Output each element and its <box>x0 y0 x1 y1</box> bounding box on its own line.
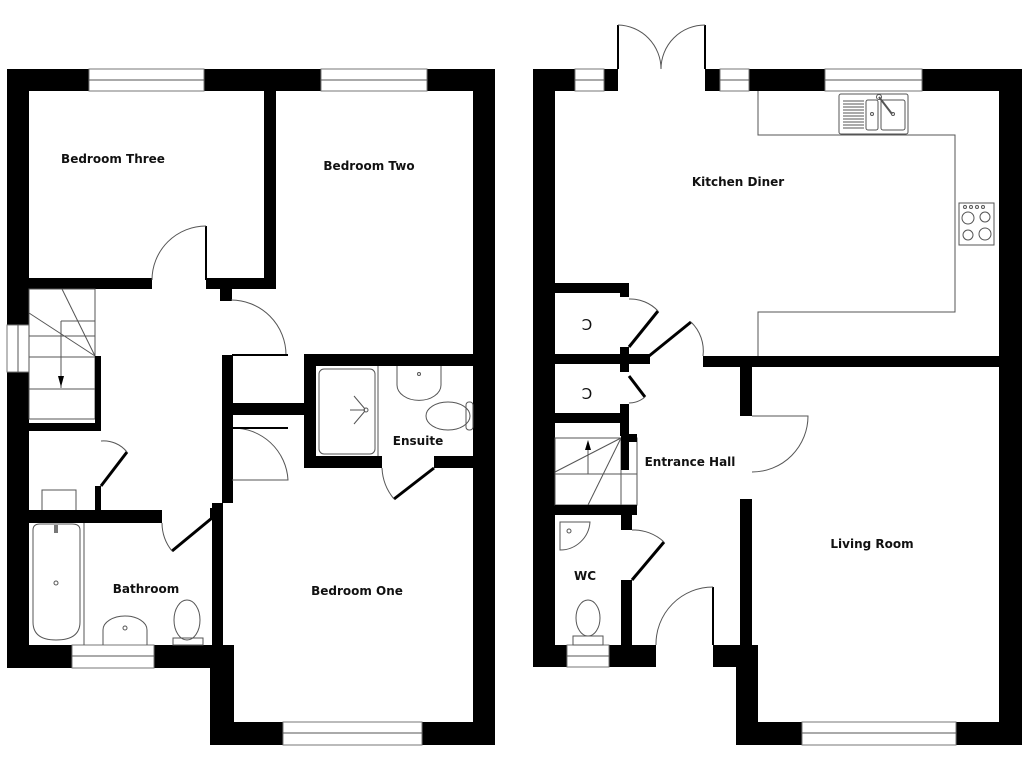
wall <box>304 354 473 366</box>
wall <box>434 456 473 468</box>
wall <box>621 505 632 530</box>
wall <box>222 403 304 415</box>
door-swing <box>628 298 659 312</box>
toilet <box>173 599 201 641</box>
door-swing <box>381 467 395 500</box>
cupboard-label-lower: C <box>581 384 593 402</box>
tank <box>41 489 77 513</box>
wall <box>621 434 629 470</box>
door-swing <box>751 415 809 473</box>
wall <box>95 486 101 516</box>
room-label-living-room: Living Room <box>830 537 914 551</box>
wall <box>222 355 233 503</box>
worktop <box>757 91 956 356</box>
wall <box>533 69 555 667</box>
staircase <box>28 288 96 420</box>
toilet <box>575 599 601 637</box>
wall <box>604 69 618 91</box>
wall <box>620 347 629 372</box>
wall <box>736 645 758 745</box>
wall <box>705 69 720 91</box>
wall <box>264 91 276 289</box>
wall <box>749 69 825 91</box>
wall <box>304 354 316 468</box>
hob <box>958 202 995 246</box>
wall <box>304 456 382 468</box>
wall <box>220 289 232 301</box>
wall <box>555 413 629 423</box>
wall <box>7 69 29 325</box>
wall <box>210 722 283 745</box>
wall <box>555 283 629 293</box>
room-label-kitchen-diner: Kitchen Diner <box>691 175 785 189</box>
wall <box>956 722 1022 745</box>
toilet <box>425 401 471 431</box>
wall <box>620 283 629 297</box>
door-swing <box>230 299 287 356</box>
bath <box>32 523 81 641</box>
wall <box>212 503 223 645</box>
basin <box>102 615 148 645</box>
wall <box>740 356 752 416</box>
wall <box>703 356 999 367</box>
first-floor-plan <box>6 68 495 746</box>
cupboard-label-upper: C <box>581 315 593 333</box>
wall <box>740 499 752 645</box>
wall <box>922 69 1022 91</box>
door-swing <box>655 586 714 646</box>
door-swing <box>100 440 128 453</box>
door-swing <box>631 529 665 543</box>
door-swing <box>628 396 646 404</box>
shower-tray <box>318 368 376 455</box>
room-label-ensuite: Ensuite <box>392 434 444 448</box>
kitchen-sink <box>838 93 909 135</box>
wall <box>473 69 495 745</box>
wall <box>7 645 72 668</box>
wall <box>736 722 802 745</box>
wall <box>29 423 101 431</box>
room-label-bathroom: Bathroom <box>112 582 180 596</box>
wall <box>29 278 152 289</box>
wall <box>210 508 222 518</box>
basin <box>396 366 442 401</box>
wall <box>555 354 650 364</box>
wall <box>999 69 1022 745</box>
door-swing <box>690 321 704 357</box>
room-label-wc: WC <box>573 569 597 583</box>
room-label-bedroom-two: Bedroom Two <box>323 159 415 173</box>
door-swing <box>161 522 173 552</box>
door-swing <box>231 427 289 481</box>
room-label-bedroom-three: Bedroom Three <box>61 152 165 166</box>
room-label-bedroom-one: Bedroom One <box>311 584 403 598</box>
wall <box>29 510 162 523</box>
wall <box>533 645 567 667</box>
wall <box>555 505 637 515</box>
wall <box>422 722 495 745</box>
wall <box>609 645 656 667</box>
french-doors <box>617 24 706 70</box>
wall <box>204 69 321 91</box>
ground-floor-plan <box>533 24 1022 746</box>
wall <box>621 580 632 645</box>
corner-basin <box>559 521 591 551</box>
wall <box>95 356 101 424</box>
room-label-entrance-hall: Entrance Hall <box>644 455 736 469</box>
wall <box>7 372 29 668</box>
wall <box>206 278 276 289</box>
door-swing <box>151 225 207 281</box>
